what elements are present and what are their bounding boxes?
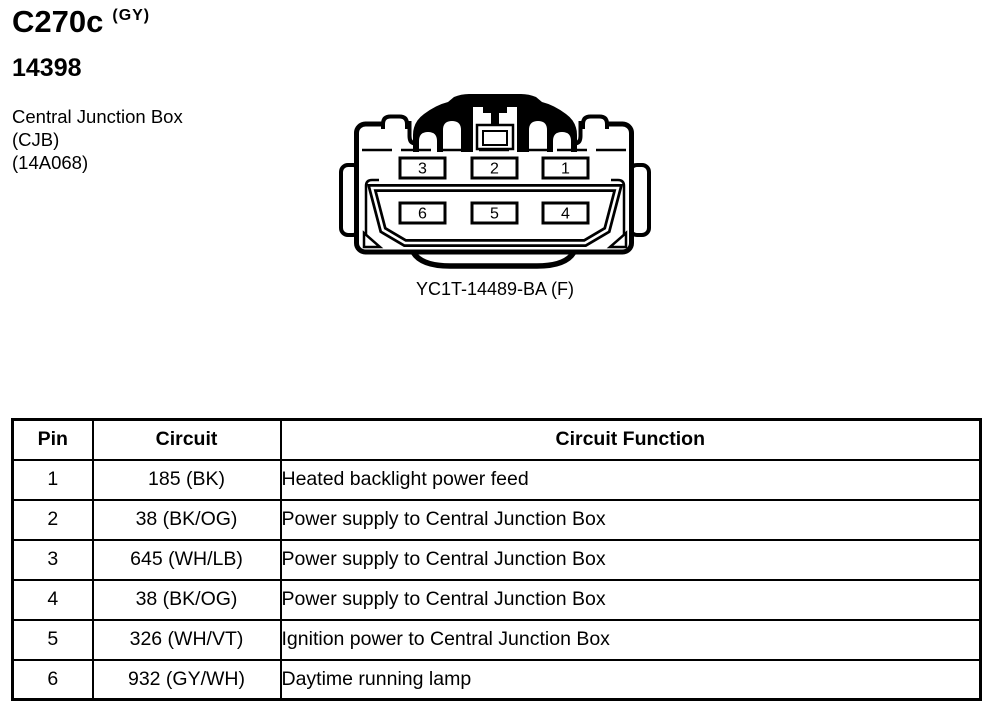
recess-trough-split <box>370 186 620 245</box>
left-top-tab <box>383 116 407 129</box>
component-abbrev: (CJB) <box>12 129 60 150</box>
function-cell: Daytime running lamp <box>279 658 982 701</box>
function-cell: Power supply to Central Junction Box <box>279 498 982 541</box>
left-top-tab-line <box>381 114 409 129</box>
inner-wall-right <box>611 178 626 235</box>
latch-post-left <box>467 107 473 152</box>
connector-part-caption: YC1T-14489-BA (F) <box>416 279 574 299</box>
table-row: 5 326 (WH/VT) Ignition power to Central … <box>11 618 982 661</box>
corner-gusset-right <box>606 230 628 249</box>
latch-tang-top <box>483 107 507 113</box>
pin-label-1: 1 <box>561 161 570 178</box>
circuit-cell: 38 (BK/OG) <box>91 498 282 541</box>
component-basepart: (14A068) <box>12 152 89 173</box>
connector-face-svg: 3 2 1 6 5 4 YC1T-14489-BA (F) <box>339 94 651 299</box>
component-name: Central Junction Box <box>12 106 183 127</box>
pin-label-3: 3 <box>418 161 427 178</box>
right-top-tab <box>583 116 607 129</box>
table-row: 1 185 (BK) Heated backlight power feed <box>11 458 982 501</box>
pin-cell: 4 <box>11 578 94 621</box>
table-header-row: Pin Circuit Circuit Function <box>11 418 982 461</box>
pin-cell: 5 <box>11 618 94 661</box>
circuit-cell: 185 (BK) <box>91 458 282 501</box>
pin-cavity-1 <box>541 156 590 180</box>
connector-id-label: C270c <box>12 4 104 39</box>
pin-cell: 1 <box>11 458 94 501</box>
function-cell: Power supply to Central Junction Box <box>279 538 982 581</box>
latch-window-outer-left <box>419 132 437 152</box>
function-cell: Ignition power to Central Junction Box <box>279 618 982 661</box>
pin-cell: 2 <box>11 498 94 541</box>
latch-window-outer-right <box>553 132 571 152</box>
circuit-cell: 326 (WH/VT) <box>91 618 282 661</box>
circuit-cell: 38 (BK/OG) <box>91 578 282 621</box>
col-header-function: Circuit Function <box>279 418 982 461</box>
col-header-circuit: Circuit <box>91 418 282 461</box>
connector-id: C270c (GY) <box>12 4 150 40</box>
inner-wall-left <box>364 178 379 235</box>
circuit-cell: 645 (WH/LB) <box>91 538 282 581</box>
connector-color-code: (GY) <box>112 7 151 24</box>
pin-cell: 6 <box>11 658 94 701</box>
latch-tang-stem <box>491 113 499 126</box>
pin-label-6: 6 <box>418 206 427 223</box>
col-header-pin: Pin <box>11 418 94 461</box>
pin-label-5: 5 <box>490 206 499 223</box>
pin-cavity-4 <box>541 201 590 225</box>
component-description: Central Junction Box (CJB) (14A068) <box>12 105 183 174</box>
pin-cavity-3 <box>398 156 447 180</box>
function-cell: Heated backlight power feed <box>279 458 982 501</box>
table-row: 3 645 (WH/LB) Power supply to Central Ju… <box>11 538 982 581</box>
circuit-cell: 932 (GY/WH) <box>91 658 282 701</box>
latch-post-right <box>517 107 523 152</box>
part-number: 14398 <box>12 54 82 82</box>
connector-diagram: 3 2 1 6 5 4 YC1T-14489-BA (F) <box>335 85 655 300</box>
function-cell: Power supply to Central Junction Box <box>279 578 982 621</box>
pin-cavity-5 <box>470 201 519 225</box>
table-row: 4 38 (BK/OG) Power supply to Central Jun… <box>11 578 982 621</box>
latch-window-inner-right <box>529 121 547 152</box>
corner-gusset-left <box>362 230 384 249</box>
table-row: 2 38 (BK/OG) Power supply to Central Jun… <box>11 498 982 541</box>
pin-cavity-2 <box>470 156 519 180</box>
pin-label-2: 2 <box>490 161 499 178</box>
pin-cavity-6 <box>398 201 447 225</box>
table-row: 6 932 (GY/WH) Daytime running lamp <box>11 658 982 701</box>
pin-cell: 3 <box>11 538 94 581</box>
pinout-table: Pin Circuit Circuit Function 1 185 (BK) … <box>11 418 982 701</box>
latch-catch-inner <box>482 130 508 146</box>
latch-window-inner-left <box>443 121 461 152</box>
right-top-tab-line <box>581 114 609 129</box>
pin-label-4: 4 <box>561 206 570 223</box>
